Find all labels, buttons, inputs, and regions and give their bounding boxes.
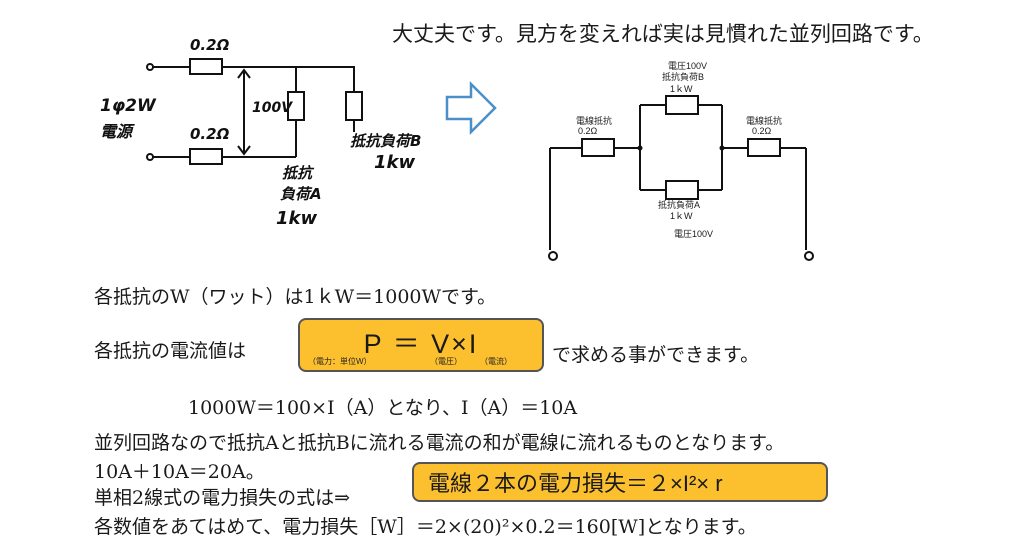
current-suffix: で求める事ができます。: [552, 344, 760, 366]
top-wire-label: 0.2Ω: [190, 36, 230, 54]
loss-prefix: 単相2線式の電力損失の式は⇒: [94, 487, 351, 509]
voltage-label: 100V: [252, 100, 293, 116]
sum-line: 10A＋10A＝20A。: [94, 461, 265, 483]
loss-formula-box: 電線２本の電力損失＝２×I²× r: [412, 462, 828, 502]
right-top-voltage: 電圧100V: [668, 61, 708, 71]
source-label-2: 電源: [100, 122, 133, 141]
source-label-1: 1φ2W: [100, 96, 156, 116]
power-formula-box: P ＝ V×I （電力：単位W） （電圧） （電流）: [298, 318, 544, 372]
load-b-label-1: 抵抗負荷B: [350, 132, 422, 150]
result-line: 各数値をあてはめて、電力損失［W］＝2×(20)²×0.2＝160[W]となりま…: [94, 516, 757, 538]
right-load-a-name: 抵抗負荷A: [658, 200, 701, 210]
calc-line: 1000W＝100×I（A）となり、I（A）＝10A: [188, 397, 578, 419]
bottom-wire-label: 0.2Ω: [190, 125, 230, 143]
right-left-wire-name: 電線抵抗: [576, 116, 613, 126]
right-load-a-power: 1ｋW: [670, 211, 693, 221]
right-right-wire-value: 0.2Ω: [752, 126, 772, 136]
load-a-label-2: 負荷A: [280, 185, 322, 203]
current-prefix: 各抵抗の電流値は: [94, 340, 247, 362]
formula-sub-current: （電流）: [480, 357, 512, 366]
right-right-wire-name: 電線抵抗: [746, 116, 783, 126]
parallel-line: 並列回路なので抵抗Aと抵抗Bに流れる電流の和が電線に流れるものとなります。: [94, 432, 785, 454]
formula-sub-power: （電力：単位W）: [308, 357, 372, 366]
load-a-label-3: 1kw: [276, 208, 318, 229]
loss-formula: 電線２本の電力損失＝２×I²× r: [428, 471, 723, 496]
right-left-wire-value: 0.2Ω: [578, 126, 598, 136]
power-formula: P ＝ V×I: [363, 329, 479, 359]
load-b-label-2: 1kw: [374, 152, 416, 173]
right-load-b-power: 1ｋW: [670, 84, 693, 94]
formula-sub-voltage: （電圧）: [430, 357, 462, 366]
page-heading: 大丈夫です。見方を変えれば実は見慣れた並列回路です。: [392, 22, 934, 46]
right-load-b-name: 抵抗負荷B: [662, 72, 705, 82]
watt-line: 各抵抗のW（ワット）は1ｋW＝1000Wです。: [94, 286, 497, 308]
load-a-label-1: 抵抗: [282, 164, 313, 182]
right-bottom-voltage: 電圧100V: [674, 229, 714, 239]
